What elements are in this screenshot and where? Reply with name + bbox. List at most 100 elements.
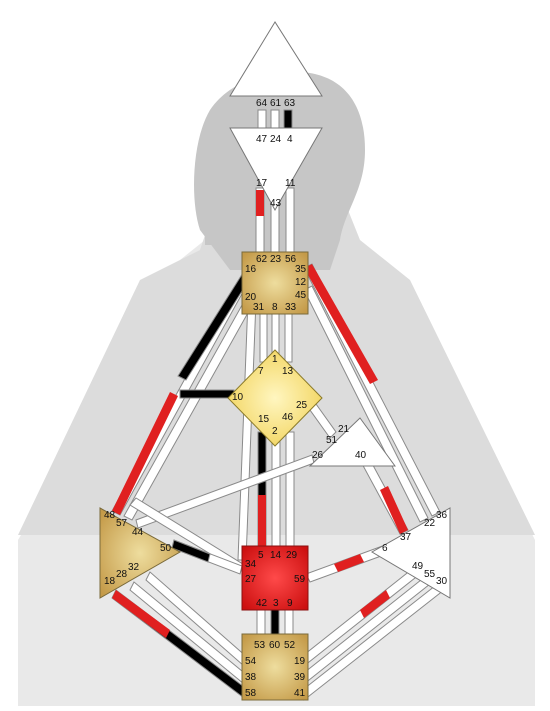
gate-16: 16 [245, 264, 257, 275]
gate-53: 53 [254, 640, 266, 651]
gate-40: 40 [355, 450, 367, 461]
gate-27: 27 [245, 574, 257, 585]
channel-50-27-striped [171, 539, 211, 563]
channel-31-7 [259, 313, 268, 363]
gate-41: 41 [294, 688, 306, 699]
gate-15: 15 [258, 414, 270, 425]
gate-13: 13 [282, 366, 294, 377]
gate-21: 21 [338, 424, 350, 435]
gate-50: 50 [160, 543, 172, 554]
channel-17-62-red [256, 190, 264, 216]
gate-62: 62 [256, 254, 268, 265]
gate-36: 36 [436, 510, 448, 521]
solar-plexus-center[interactable] [370, 507, 451, 599]
channel-9-52 [284, 609, 294, 637]
gate-42: 42 [256, 598, 268, 609]
gate-58: 58 [245, 688, 257, 699]
gate-17: 17 [256, 178, 268, 189]
gate-12: 12 [295, 277, 307, 288]
gate-6: 6 [382, 543, 388, 554]
sacral-center[interactable] [241, 545, 309, 611]
channel-2-14 [271, 431, 281, 549]
gate-9: 9 [287, 598, 293, 609]
gate-31: 31 [253, 302, 265, 313]
gate-29: 29 [286, 550, 298, 561]
gate-25: 25 [296, 400, 308, 411]
gate-57: 57 [116, 518, 128, 529]
gate-61: 61 [270, 98, 282, 109]
channel-12-22 [303, 285, 429, 523]
gate-46: 46 [282, 412, 294, 423]
gate-48: 48 [104, 510, 116, 521]
gate-1: 1 [272, 354, 278, 365]
gate-28: 28 [116, 569, 128, 580]
gate-18: 18 [104, 576, 116, 587]
gate-32: 32 [128, 562, 140, 573]
gate-47: 47 [256, 134, 268, 145]
channel-6-59-red [334, 554, 364, 572]
channel-61-24 [270, 109, 280, 131]
ego-center[interactable] [308, 417, 396, 467]
gate-14: 14 [270, 550, 282, 561]
gate-11: 11 [285, 178, 296, 189]
gate-51: 51 [326, 435, 338, 446]
gate-39: 39 [294, 672, 306, 683]
channel-63-4 [283, 109, 293, 131]
gate-54: 54 [245, 656, 257, 667]
gate-44: 44 [132, 527, 144, 538]
gate-34: 34 [245, 559, 257, 570]
gate-2: 2 [272, 426, 278, 437]
g-center[interactable] [227, 349, 323, 447]
channel-10-57 [179, 389, 235, 399]
throat-center[interactable] [241, 251, 309, 315]
gate-10: 10 [232, 392, 244, 403]
ajna-center[interactable] [229, 127, 323, 212]
gate-63: 63 [284, 98, 296, 109]
channel-11-56 [285, 187, 295, 255]
gate-23: 23 [270, 254, 282, 265]
channel-49-19-red [360, 590, 390, 618]
gate-64: 64 [256, 98, 268, 109]
channel-35-36-red [304, 264, 378, 384]
gate-59: 59 [294, 574, 306, 585]
channel-26-44 [135, 454, 315, 529]
channel-16-48-red [112, 392, 178, 515]
channel-18-58-red [112, 590, 170, 638]
gate-26: 26 [312, 450, 324, 461]
gate-22: 22 [424, 518, 436, 529]
gate-24: 24 [270, 134, 282, 145]
channel-40-37-red [380, 486, 408, 534]
gate-33: 33 [285, 302, 297, 313]
channel-46-29 [285, 431, 295, 549]
channels [111, 109, 445, 701]
gate-55: 55 [424, 569, 436, 580]
gate-38: 38 [245, 672, 257, 683]
channel-15-5-red [258, 495, 266, 548]
gate-5: 5 [258, 550, 264, 561]
gate-30: 30 [436, 576, 448, 587]
channel-33-13 [284, 313, 293, 363]
gate-20: 20 [245, 292, 257, 303]
channel-42-53 [256, 609, 266, 637]
gate-7: 7 [258, 366, 264, 377]
gate-35: 35 [295, 264, 307, 275]
gate-43: 43 [270, 198, 282, 209]
channel-64-47 [257, 109, 267, 131]
channel-3-60 [270, 609, 280, 637]
gate-37: 37 [400, 532, 412, 543]
gate-52: 52 [284, 640, 296, 651]
gate-49: 49 [412, 561, 424, 572]
gate-labels: 64 61 63 47 24 4 17 43 11 62 23 56 16 35… [104, 98, 448, 699]
spleen-center[interactable] [99, 507, 182, 599]
gate-3: 3 [273, 598, 279, 609]
gate-8: 8 [272, 302, 278, 313]
head-center[interactable] [229, 21, 323, 97]
root-center[interactable] [241, 633, 309, 701]
gate-60: 60 [269, 640, 281, 651]
gate-45: 45 [295, 290, 307, 301]
gate-19: 19 [294, 656, 306, 667]
gate-56: 56 [285, 254, 297, 265]
gate-4: 4 [287, 134, 293, 145]
